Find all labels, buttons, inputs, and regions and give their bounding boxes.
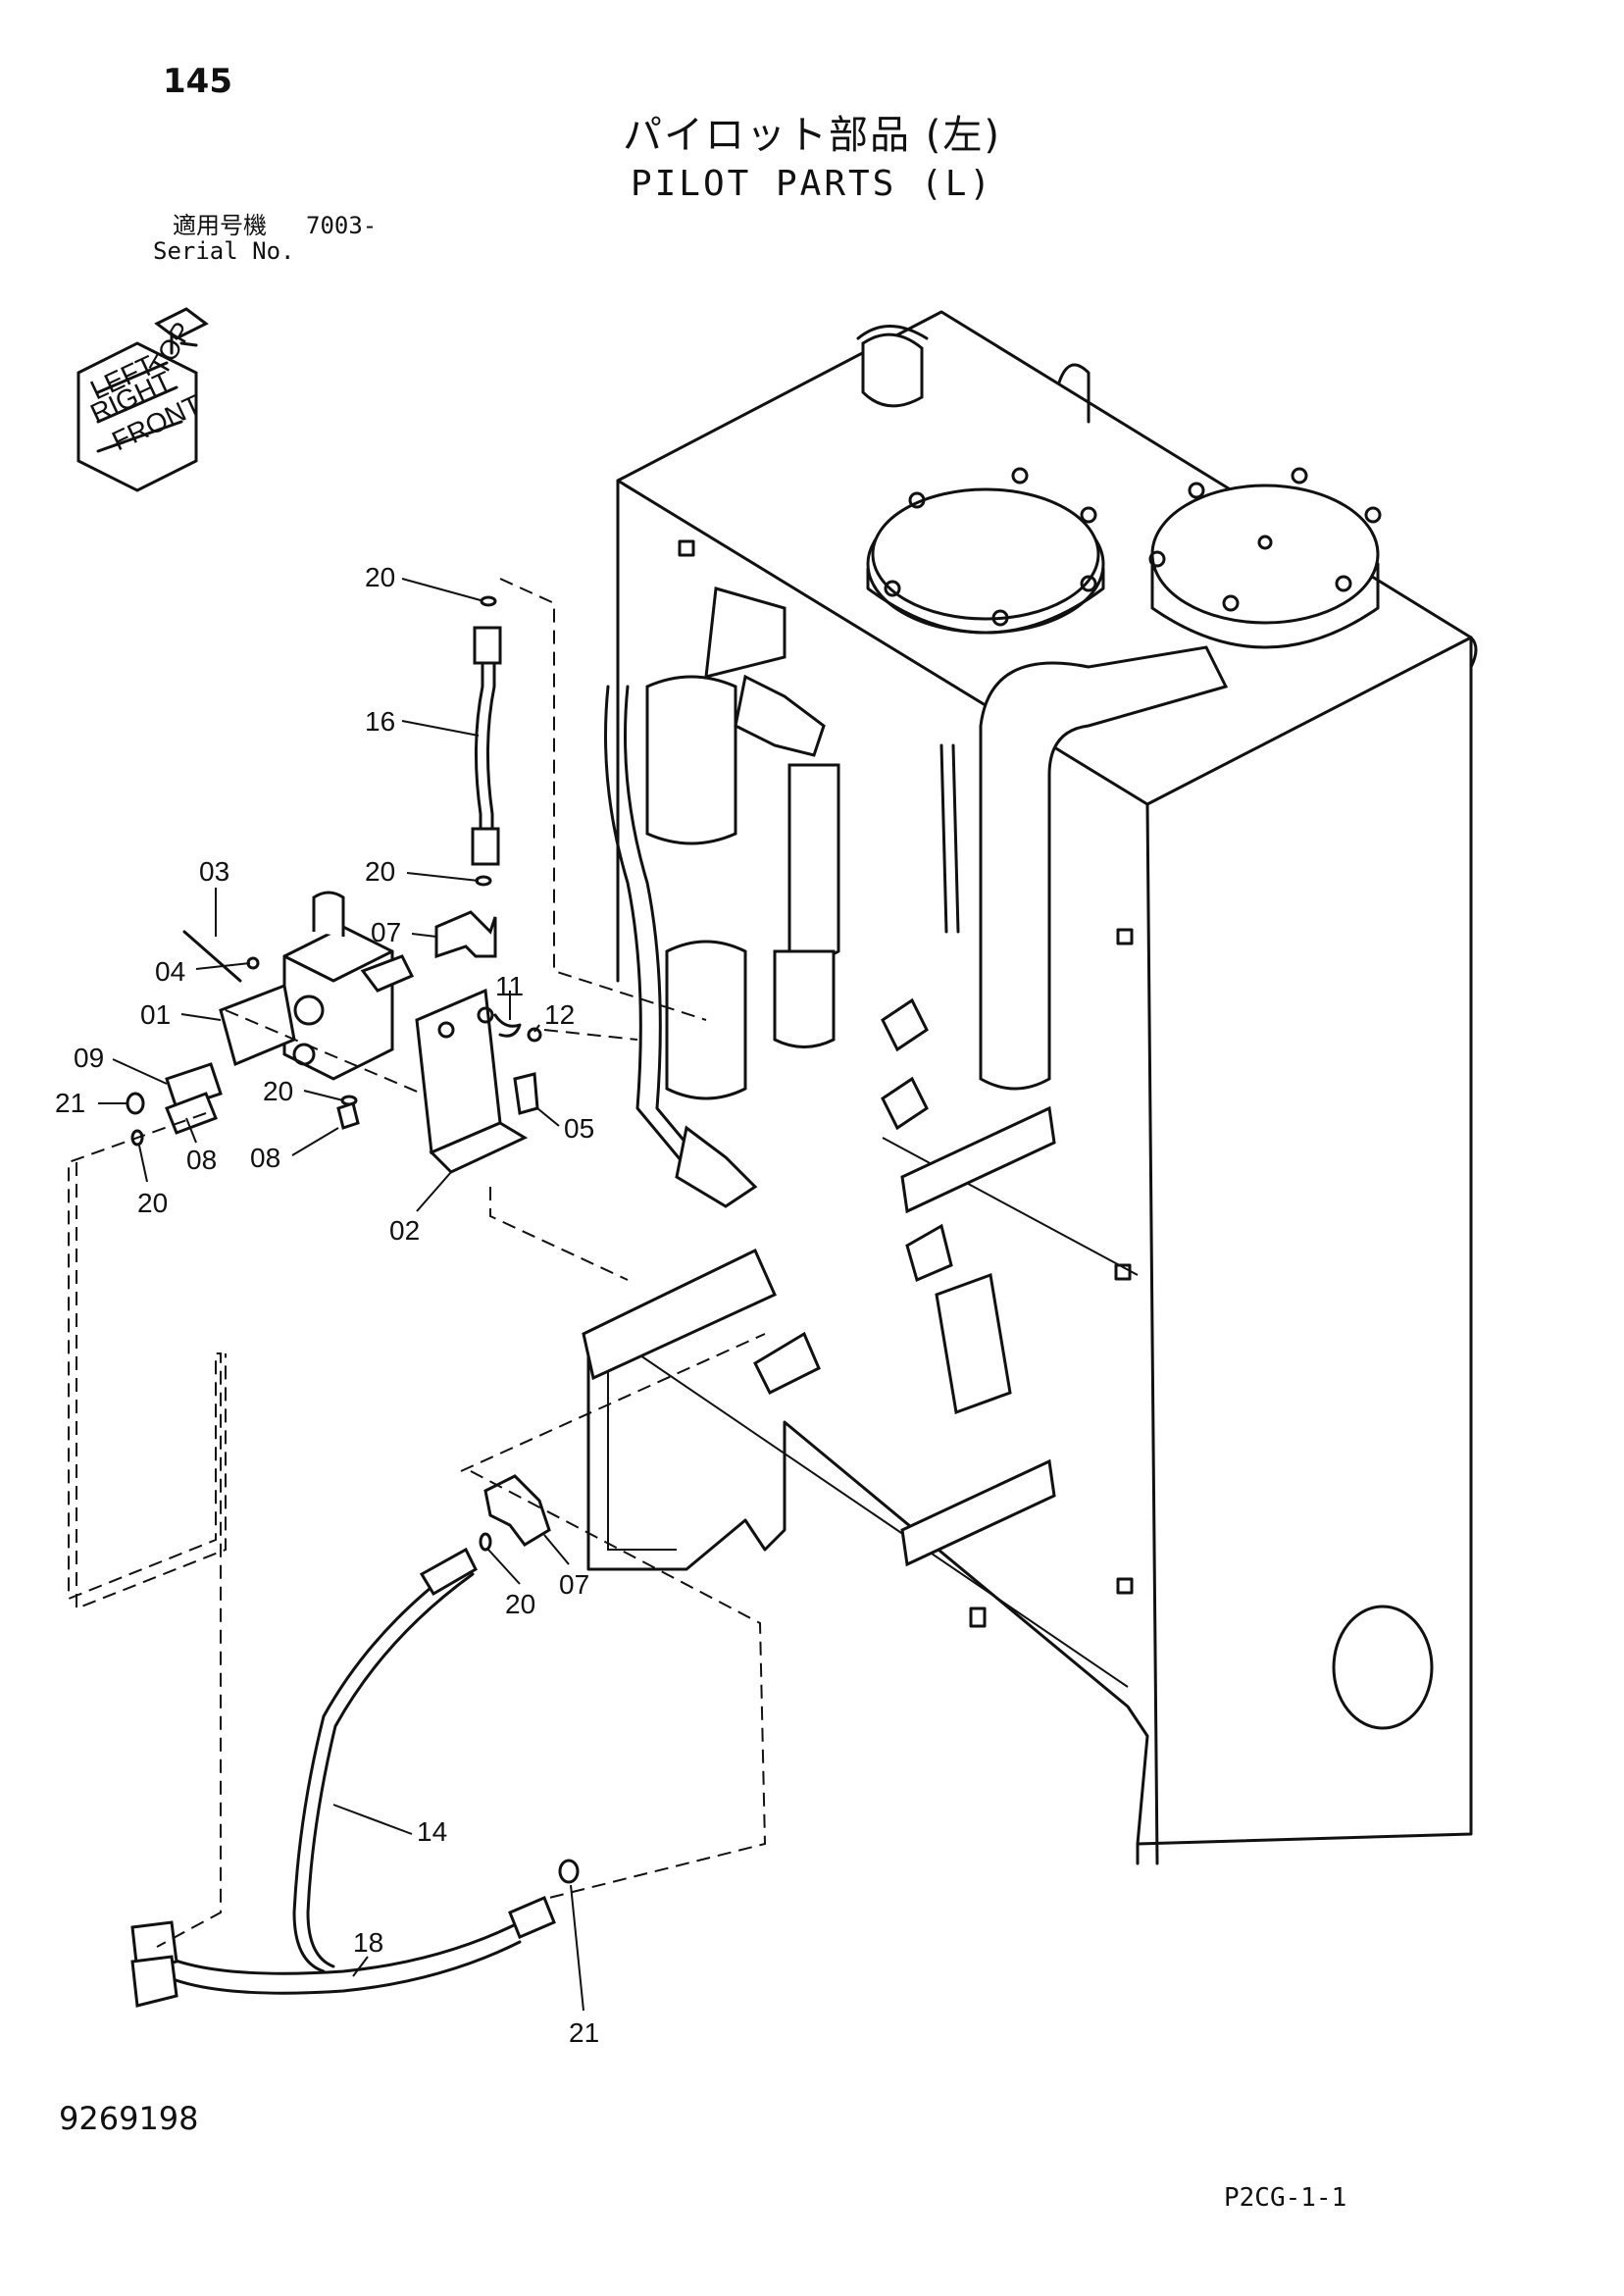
callout-20e: 20 xyxy=(505,1589,535,1619)
page-code: P2CG-1-1 xyxy=(1224,2183,1347,2213)
hose-18 xyxy=(130,1896,556,2008)
callout-21a: 21 xyxy=(55,1088,85,1118)
callout-21b: 21 xyxy=(569,2017,599,2048)
drawing-number: 9269198 xyxy=(59,2100,199,2137)
orientation-cube-icon: LEFT RIGHT FRONT TOP xyxy=(76,307,209,492)
serial-value: 7003- xyxy=(306,212,378,239)
o-rings xyxy=(126,595,580,1884)
tank-fittings xyxy=(753,997,1012,1415)
page-title-english: PILOT PARTS (L) xyxy=(630,164,994,204)
page-number: 145 xyxy=(163,62,232,101)
callout-08b: 08 xyxy=(250,1143,280,1173)
serial-label-japanese: 適用号機 xyxy=(173,212,267,239)
hose-14 xyxy=(292,1547,478,1973)
clip-11 xyxy=(493,1013,522,1038)
pilot-filter-assembly xyxy=(604,587,840,1208)
callout-20b: 20 xyxy=(365,856,395,887)
callout-18: 18 xyxy=(353,1927,383,1958)
callout-02: 02 xyxy=(389,1215,420,1246)
mounting-bracket xyxy=(415,988,529,1174)
bolt-03 xyxy=(182,930,242,983)
hydraulic-tank xyxy=(582,310,1478,1865)
elbow-fitting-07-lower xyxy=(483,1474,551,1547)
leader-lines xyxy=(98,578,584,2012)
callout-07a: 07 xyxy=(371,917,401,947)
pilot-valve-block xyxy=(219,891,415,1081)
callout-01: 01 xyxy=(140,999,171,1030)
bolt-05 xyxy=(513,1072,539,1115)
screw-12 xyxy=(527,1027,542,1043)
fitting-08-right xyxy=(336,1101,360,1130)
callout-08a: 08 xyxy=(186,1145,217,1175)
hose-16 xyxy=(471,626,502,866)
callout-05: 05 xyxy=(564,1113,594,1144)
callout-16: 16 xyxy=(365,706,395,737)
serial-label-english: Serial No. xyxy=(153,237,295,265)
routing-dashed-lines xyxy=(68,578,767,1948)
callout-14: 14 xyxy=(417,1816,447,1847)
callout-11: 11 xyxy=(495,971,524,1001)
callout-labels: 20 16 20 03 07 04 01 11 12 09 21 20 05 0… xyxy=(55,562,599,2048)
callout-03: 03 xyxy=(199,856,229,887)
elbow-fitting-07-upper xyxy=(434,910,497,959)
callout-09: 09 xyxy=(74,1043,104,1073)
callout-04: 04 xyxy=(155,956,185,987)
callout-07b: 07 xyxy=(559,1569,589,1600)
callout-20c: 20 xyxy=(263,1076,293,1106)
callout-20d: 20 xyxy=(137,1188,168,1218)
callout-12: 12 xyxy=(544,999,575,1030)
page-title-japanese: パイロット部品 (左) xyxy=(623,113,1001,158)
callout-20a: 20 xyxy=(365,562,395,592)
